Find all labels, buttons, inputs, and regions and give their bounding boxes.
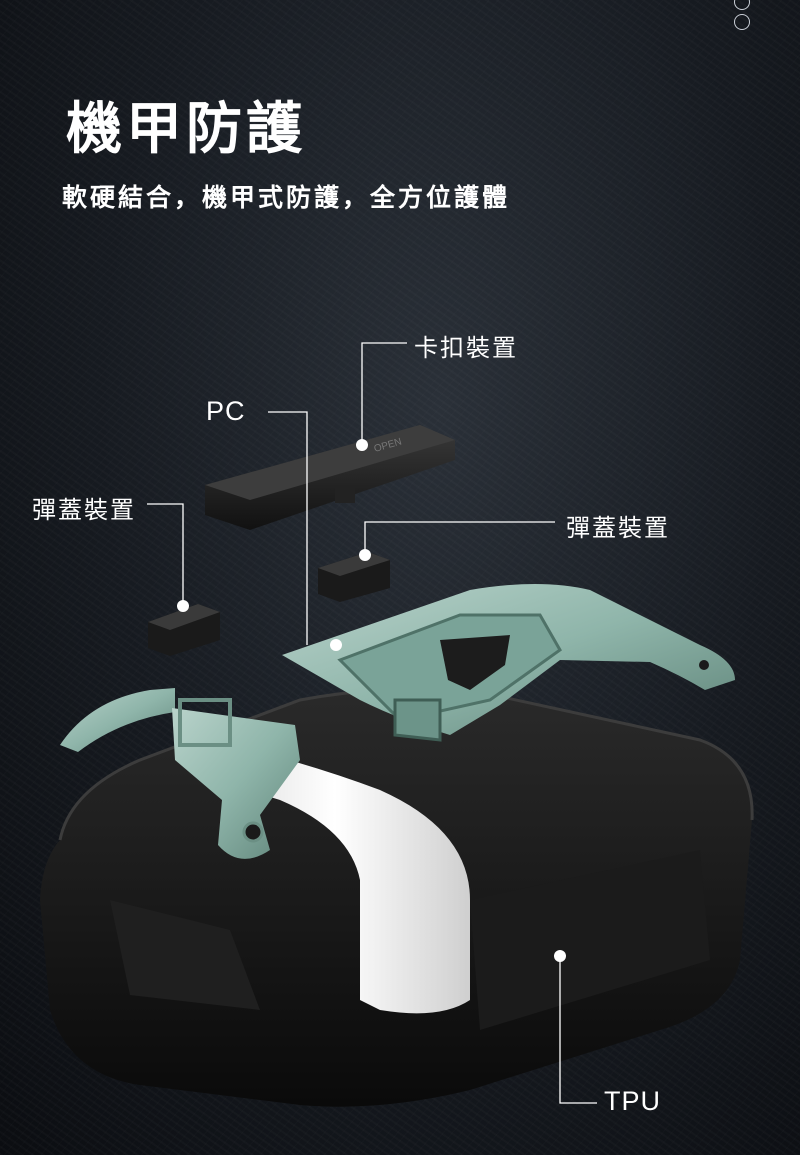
- callout-lines: [147, 342, 597, 1104]
- page-subtitle: 軟硬結合，機甲式防護，全方位護體: [62, 183, 511, 212]
- pc-side-hook: [60, 688, 300, 859]
- pc-top-plate: [282, 584, 735, 742]
- callout-clip-label: 卡扣裝置: [414, 334, 518, 362]
- tpu-marker-dot: [554, 950, 566, 962]
- spring-right-marker-dot: [359, 549, 371, 561]
- spring-left-leader-line: [147, 503, 184, 606]
- callout-spring-right-label: 彈蓋裝置: [566, 514, 670, 542]
- spring-block-right: [318, 552, 390, 602]
- callout-tpu-label: TPU: [604, 1086, 661, 1116]
- callout-spring-left-label: 彈蓋裝置: [32, 496, 136, 524]
- white-band: [200, 740, 470, 1014]
- spring-left-marker-dot: [177, 600, 189, 612]
- pc-marker-dot: [330, 639, 342, 651]
- pc-leader-line: [268, 411, 308, 645]
- tpu-leader-line: [559, 956, 597, 1104]
- page-title: 機甲防護: [66, 97, 306, 162]
- clip-leader-line: [361, 342, 407, 445]
- page-indicator-dot[interactable]: [734, 14, 750, 30]
- spring-right-leader-line: [364, 521, 555, 555]
- clip-marker-dot: [356, 439, 368, 451]
- callout-dots: [177, 439, 566, 962]
- callout-pc-label: PC: [206, 396, 246, 426]
- spring-block-left: [148, 604, 220, 656]
- clip-device: OPEN: [205, 425, 455, 530]
